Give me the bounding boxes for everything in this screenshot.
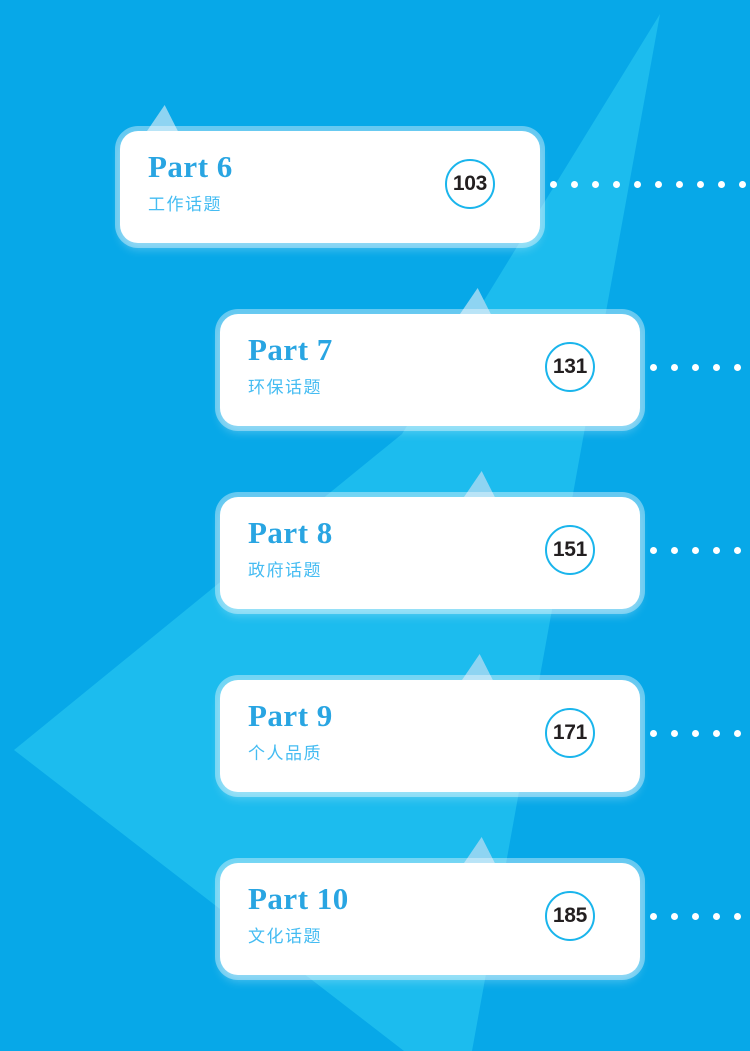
leader-dot: [713, 364, 720, 371]
leader-dot: [671, 913, 678, 920]
part-label: Part 6: [148, 149, 233, 184]
toc-card-text: Part 8 政府话题: [248, 517, 333, 579]
part-label: Part 10: [248, 881, 349, 916]
page-number: 103: [452, 172, 488, 195]
leader-dot: [550, 181, 557, 188]
page-number-badge[interactable]: 185: [545, 891, 595, 941]
leader-dot: [713, 730, 720, 737]
leader-dot: [671, 730, 678, 737]
page-number: 185: [552, 904, 588, 927]
page-number-badge[interactable]: 171: [545, 708, 595, 758]
leader-dot: [676, 181, 683, 188]
page-number-badge[interactable]: 151: [545, 525, 595, 575]
page-number: 171: [552, 721, 588, 744]
triangle-pointer-icon: [146, 105, 182, 132]
leader-dot: [671, 364, 678, 371]
dotted-leader: [550, 181, 750, 188]
topic-label: 环保话题: [248, 378, 322, 397]
page-number: 131: [552, 355, 588, 378]
toc-card-text: Part 6 工作话题: [148, 151, 233, 213]
leader-dot: [571, 181, 578, 188]
triangle-pointer-icon: [463, 837, 499, 864]
toc-card[interactable]: Part 6 工作话题 103: [120, 131, 540, 243]
leader-dot: [671, 547, 678, 554]
topic-label: 工作话题: [148, 195, 222, 214]
toc-entry[interactable]: Part 7 环保话题 131: [220, 288, 640, 426]
part-label: Part 8: [248, 515, 333, 550]
part-label: Part 9: [248, 698, 333, 733]
leader-dot: [613, 181, 620, 188]
toc-card-text: Part 7 环保话题: [248, 334, 333, 396]
leader-dot: [734, 730, 741, 737]
dotted-leader: [650, 913, 750, 920]
toc-entry[interactable]: Part 6 工作话题 103: [120, 105, 540, 243]
toc-card[interactable]: Part 10 文化话题 185: [220, 863, 640, 975]
toc-card-text: Part 10 文化话题: [248, 883, 349, 945]
toc-card[interactable]: Part 8 政府话题 151: [220, 497, 640, 609]
leader-dot: [650, 547, 657, 554]
topic-label: 文化话题: [248, 927, 322, 946]
leader-dot: [650, 730, 657, 737]
leader-dot: [692, 730, 699, 737]
topic-label: 个人品质: [248, 744, 322, 763]
leader-dot: [692, 913, 699, 920]
leader-dot: [634, 181, 641, 188]
leader-dot: [692, 547, 699, 554]
toc-entry[interactable]: Part 8 政府话题 151: [220, 471, 640, 609]
leader-dot: [734, 913, 741, 920]
leader-dot: [650, 913, 657, 920]
toc-card-text: Part 9 个人品质: [248, 700, 333, 762]
page-number-badge[interactable]: 131: [545, 342, 595, 392]
leader-dot: [734, 547, 741, 554]
dotted-leader: [650, 730, 750, 737]
leader-dot: [718, 181, 725, 188]
leader-dot: [592, 181, 599, 188]
toc-card[interactable]: Part 9 个人品质 171: [220, 680, 640, 792]
leader-dot: [650, 364, 657, 371]
leader-dot: [713, 913, 720, 920]
triangle-pointer-icon: [459, 288, 495, 315]
leader-dot: [713, 547, 720, 554]
toc-card[interactable]: Part 7 环保话题 131: [220, 314, 640, 426]
leader-dot: [739, 181, 746, 188]
part-label: Part 7: [248, 332, 333, 367]
toc-entry[interactable]: Part 9 个人品质 171: [220, 654, 640, 792]
triangle-pointer-icon: [461, 654, 497, 681]
page-number-badge[interactable]: 103: [445, 159, 495, 209]
triangle-pointer-icon: [463, 471, 499, 498]
dotted-leader: [650, 364, 750, 371]
leader-dot: [734, 364, 741, 371]
leader-dot: [655, 181, 662, 188]
page-number: 151: [552, 538, 588, 561]
leader-dot: [697, 181, 704, 188]
leader-dot: [692, 364, 699, 371]
topic-label: 政府话题: [248, 561, 322, 580]
toc-entry[interactable]: Part 10 文化话题 185: [220, 837, 640, 975]
dotted-leader: [650, 547, 750, 554]
